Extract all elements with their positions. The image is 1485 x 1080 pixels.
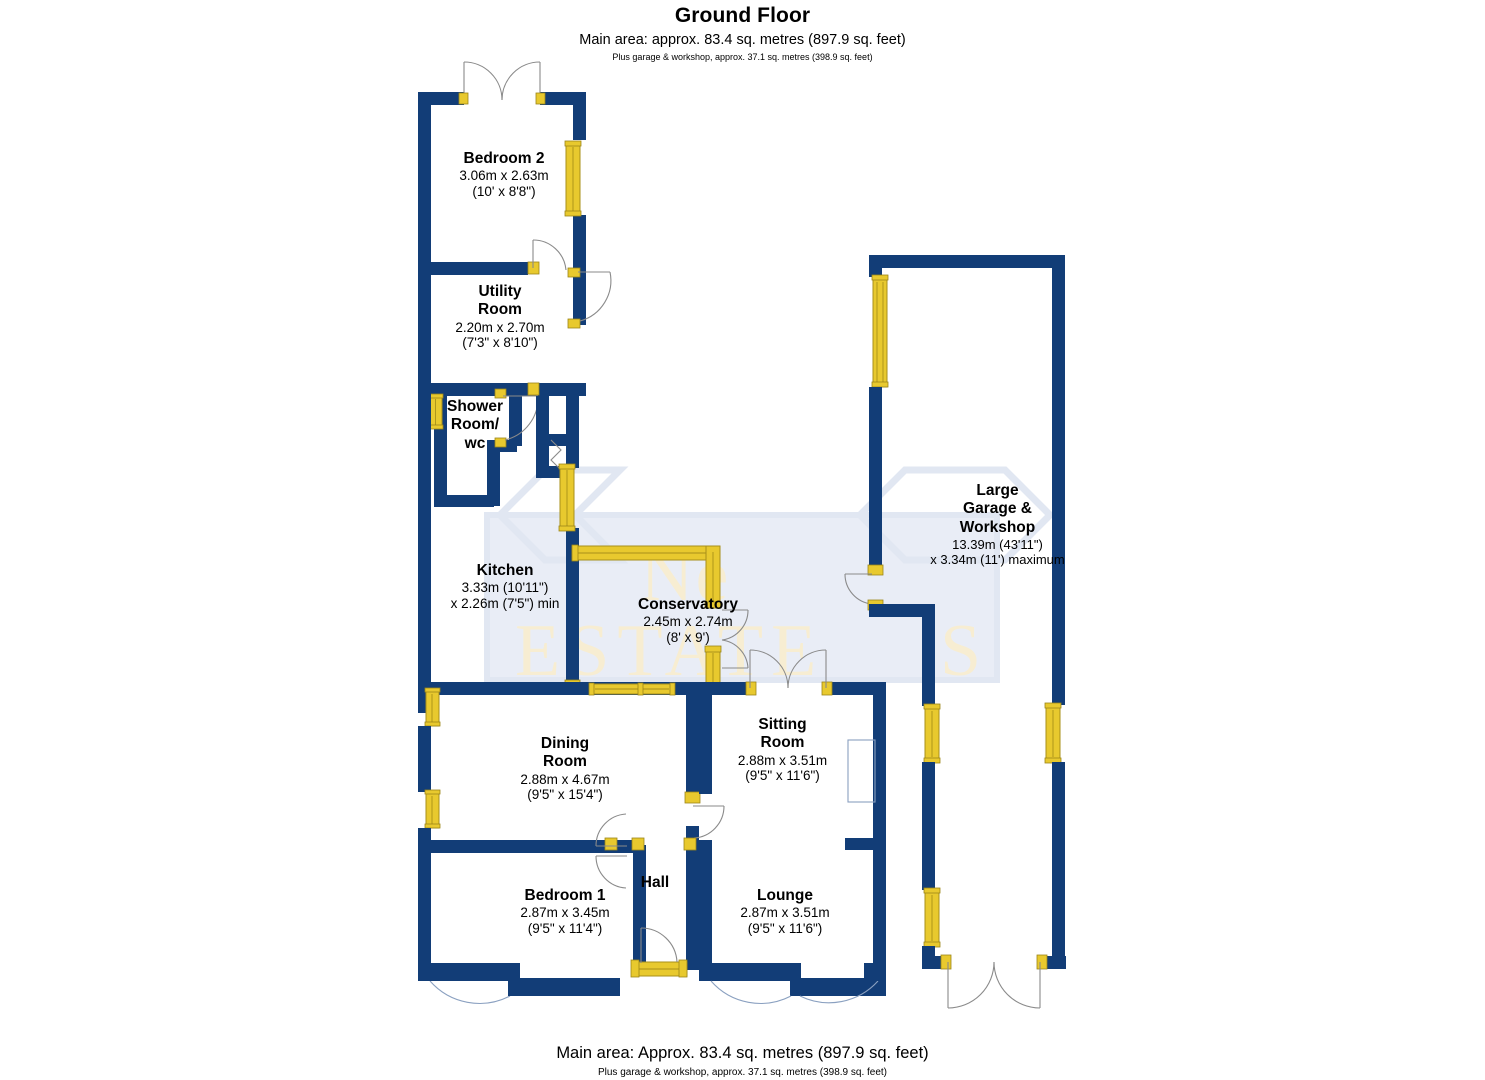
room-dim-imperial-bedroom-2: (10' x 8'8") [472,184,536,200]
room-name-conservatory: Conservatory [638,596,738,613]
room-dim-metric-dining-room: 2.88m x 4.67m [520,771,610,787]
room-dim-imperial-utility-room: (7'3" x 8'10") [462,335,538,351]
room-dim-metric-sitting-room: 2.88m x 3.51m [737,752,828,768]
footer-extra-area: Plus garage & workshop, approx. 37.1 sq.… [597,1066,888,1078]
room-name-bedroom-1: Bedroom 1 [524,887,606,904]
room-name-sitting-room-line2: Room [760,734,805,752]
room-dim-imperial-lounge: (9'5" x 11'6") [747,921,823,937]
room-label-lounge: Lounge 2.87m x 3.51m (9'5" x 11'6") [690,887,880,937]
room-name-shower-room-line1: Shower [447,398,503,415]
room-name-utility-room-line2: Room [478,301,522,319]
room-name-sitting-room-line1: Sitting [758,716,807,733]
main-house-walls [418,61,886,1004]
plan-footer: Main area: Approx. 83.4 sq. metres (897.… [0,1044,1485,1078]
room-name-utility-room-line1: Utility [478,283,522,300]
footer-main-area: Main area: Approx. 83.4 sq. metres (897.… [556,1044,929,1062]
room-name-garage-line3: Workshop [959,518,1036,536]
room-dim-imperial-kitchen: x 2.26m (7'5") min [450,596,560,612]
room-label-large-garage-workshop: Large Garage & Workshop 13.39m (43'11") … [855,482,1140,568]
room-label-sitting-room: Sitting Room 2.88m x 3.51m (9'5" x 11'6"… [665,716,900,784]
room-dim-imperial-conservatory: (8' x 9') [666,630,710,646]
room-name-garage-line2: Garage & [963,500,1032,518]
room-dim-metric-bedroom-2: 3.06m x 2.63m [459,168,549,184]
room-label-shower-room-wc: Shower Room/ wc [410,398,540,453]
room-name-dining-room-line2: Room [543,753,587,771]
room-dim-metric-kitchen: 3.33m (10'11") [461,580,549,596]
room-label-conservatory: Conservatory 2.45m x 2.74m (8' x 9') [548,596,828,646]
room-dim-imperial-bedroom-1: (9'5" x 11'4") [527,921,603,937]
room-dim-imperial-garage: x 3.34m (11') maximum [930,552,1065,568]
room-dim-metric-bedroom-1: 2.87m x 3.45m [520,905,610,921]
room-name-lounge: Lounge [757,887,813,904]
room-label-hall: Hall [590,874,720,892]
room-dim-imperial-sitting-room: (9'5" x 11'6") [745,768,820,784]
room-dim-metric-lounge: 2.87m x 3.51m [740,905,830,921]
room-dim-metric-utility-room: 2.20m x 2.70m [455,319,545,335]
room-label-bedroom-1: Bedroom 1 2.87m x 3.45m (9'5" x 11'4") [440,887,690,937]
room-name-garage-line1: Large [976,482,1019,499]
room-dim-imperial-dining-room: (9'5" x 15'4") [527,787,603,803]
garage-walls [844,255,1066,1009]
room-label-kitchen: Kitchen 3.33m (10'11") x 2.26m (7'5") mi… [380,562,630,612]
room-dim-metric-garage: 13.39m (43'11") [952,536,1043,552]
room-label-utility-room: Utility Room 2.20m x 2.70m (7'3" x 8'10"… [360,283,640,351]
room-name-kitchen: Kitchen [476,562,534,579]
room-name-shower-room-line2: Room/ [450,416,500,434]
room-label-dining-room: Dining Room 2.88m x 4.67m (9'5" x 15'4") [440,735,690,803]
room-name-dining-room-line1: Dining [540,735,590,752]
room-name-bedroom-2: Bedroom 2 [463,150,545,167]
room-dim-metric-conservatory: 2.45m x 2.74m [643,614,733,630]
room-name-hall: Hall [640,874,670,891]
room-name-shower-room-line3: wc [464,434,486,452]
room-label-bedroom-2: Bedroom 2 3.06m x 2.63m (10' x 8'8") [364,150,644,200]
